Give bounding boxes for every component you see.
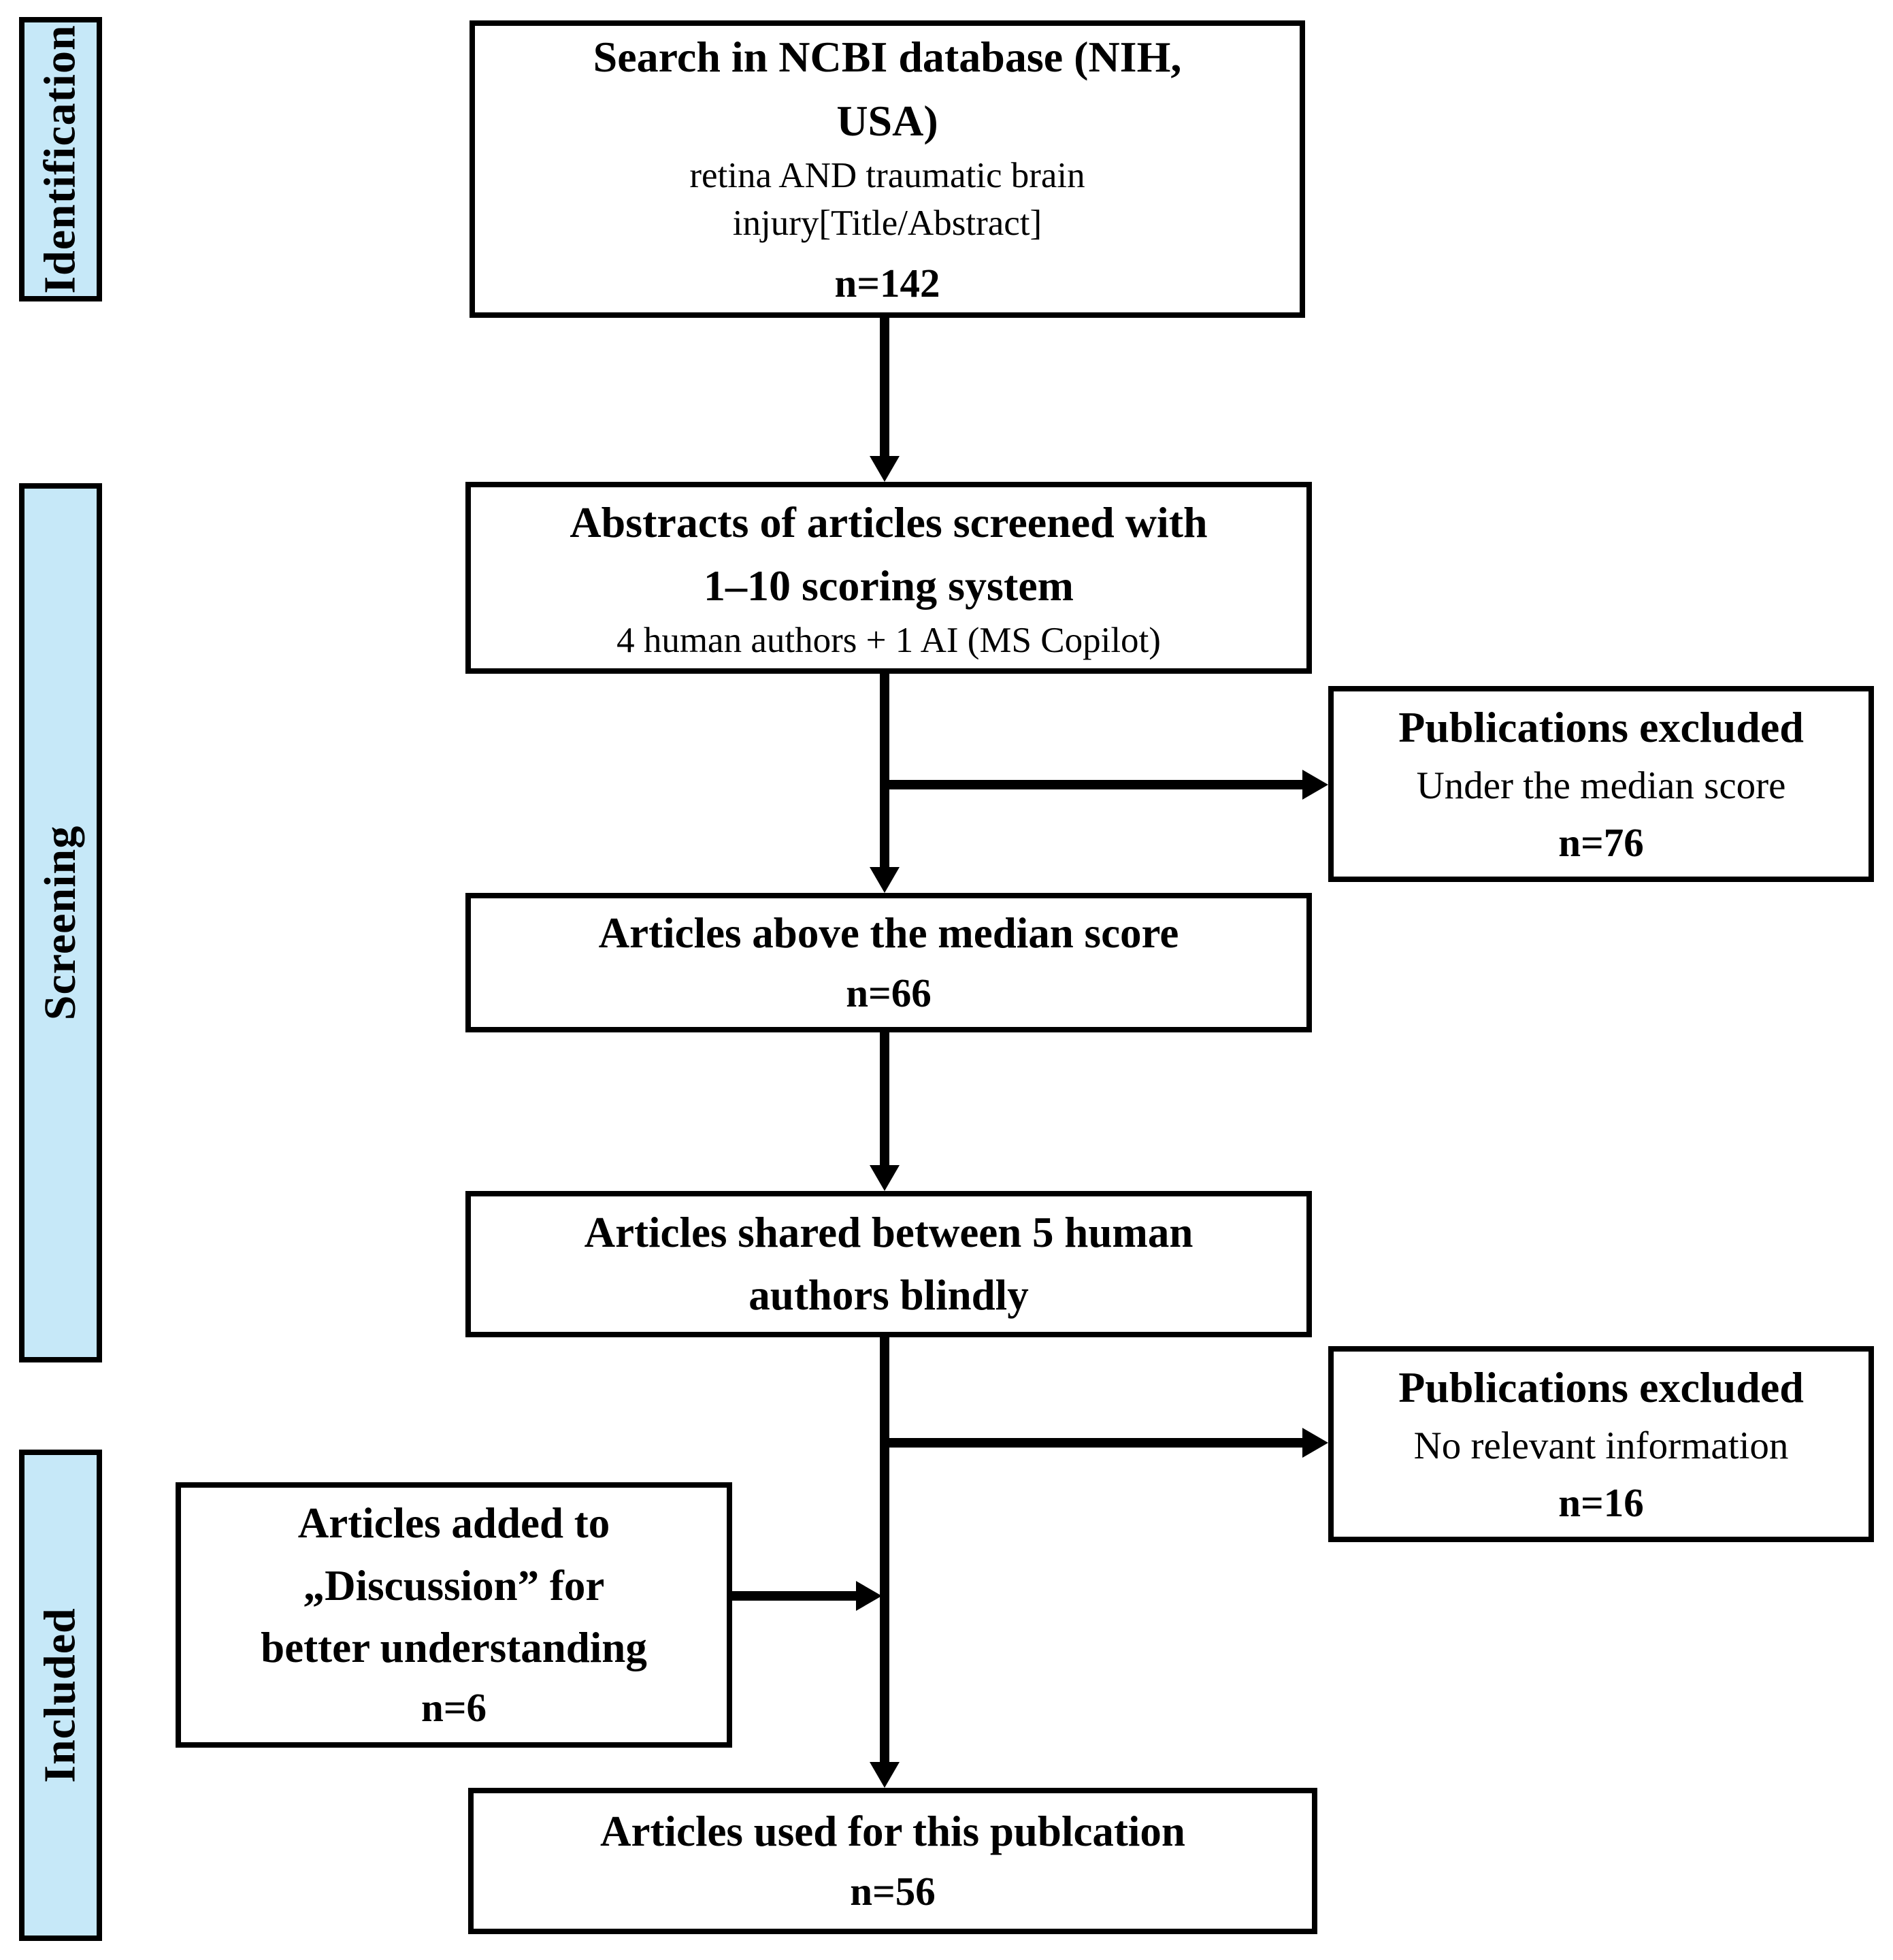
box-excluded-relevance-count: n=16: [1558, 1480, 1644, 1526]
box-search-database: Search in NCBI database (NIH, USA) retin…: [470, 20, 1305, 318]
box-abstracts-title-line1: Abstracts of articles screened with: [570, 497, 1208, 546]
arrow-branch-to-excluded-median-head: [1302, 770, 1328, 800]
box-excluded-median-count: n=76: [1558, 820, 1644, 866]
box-shared-authors: Articles shared between 5 human authors …: [465, 1191, 1312, 1337]
box-abstracts-screened: Abstracts of articles screened with 1–10…: [465, 482, 1312, 674]
box-excluded-relevance-title: Publications excluded: [1398, 1363, 1804, 1412]
box-excluded-no-relevant-info: Publications excluded No relevant inform…: [1328, 1346, 1874, 1542]
box-excluded-median-title: Publications excluded: [1398, 703, 1804, 752]
arrow-above-median-to-shared-head: [870, 1165, 900, 1191]
arrow-search-to-abstracts-stem: [880, 318, 889, 457]
arrow-shared-to-used-head: [870, 1762, 900, 1788]
arrow-shared-to-used-stem: [880, 1337, 889, 1763]
stage-identification-label: Identification: [35, 24, 85, 294]
box-shared-title-line2: authors blindly: [748, 1271, 1029, 1319]
stage-screening: Screening: [19, 483, 102, 1362]
box-added-discussion-line1: Articles added to: [297, 1499, 610, 1548]
box-added-discussion: Articles added to „Discussion” for bette…: [176, 1482, 732, 1748]
box-used-title: Articles used for this publcation: [600, 1808, 1185, 1856]
box-above-median: Articles above the median score n=66: [465, 893, 1312, 1032]
arrow-added-discussion-to-trunk-head: [856, 1581, 882, 1611]
box-search-query-line2: injury[Title/Abstract]: [732, 203, 1042, 244]
arrow-abstracts-to-above-median-head: [870, 867, 900, 893]
stage-included: Included: [19, 1450, 102, 1941]
box-search-title-line2: USA): [836, 96, 938, 145]
arrow-branch-to-excluded-median-stem: [885, 780, 1305, 789]
arrow-branch-to-excluded-relevance-stem: [885, 1438, 1305, 1448]
arrow-branch-to-excluded-relevance-head: [1302, 1428, 1328, 1458]
box-excluded-under-median: Publications excluded Under the median s…: [1328, 686, 1874, 882]
box-search-count: n=142: [834, 261, 940, 306]
box-excluded-median-reason: Under the median score: [1416, 764, 1786, 808]
stage-screening-label: Screening: [35, 825, 86, 1021]
arrow-above-median-to-shared-stem: [880, 1032, 889, 1166]
box-search-query-line1: retina AND traumatic brain: [689, 156, 1085, 196]
arrow-abstracts-to-above-median-stem: [880, 674, 889, 868]
box-search-title-line1: Search in NCBI database (NIH,: [593, 33, 1182, 82]
arrow-added-discussion-to-trunk-stem: [732, 1591, 859, 1601]
box-used-count: n=56: [850, 1869, 936, 1914]
box-shared-title-line1: Articles shared between 5 human: [584, 1209, 1194, 1257]
box-above-median-title: Articles above the median score: [598, 909, 1179, 958]
box-added-discussion-count: n=6: [421, 1685, 487, 1731]
box-used-for-publication: Articles used for this publcation n=56: [468, 1788, 1317, 1934]
box-added-discussion-line3: better understanding: [261, 1623, 647, 1671]
arrow-search-to-abstracts-head: [870, 456, 900, 482]
box-abstracts-subtitle: 4 human authors + 1 AI (MS Copilot): [616, 621, 1161, 661]
box-abstracts-title-line2: 1–10 scoring system: [704, 561, 1074, 610]
box-above-median-count: n=66: [846, 970, 932, 1016]
box-added-discussion-line2: „Discussion” for: [303, 1561, 605, 1610]
stage-identification: Identification: [19, 17, 102, 301]
stage-included-label: Included: [35, 1607, 85, 1783]
box-excluded-relevance-reason: No relevant information: [1413, 1424, 1789, 1468]
